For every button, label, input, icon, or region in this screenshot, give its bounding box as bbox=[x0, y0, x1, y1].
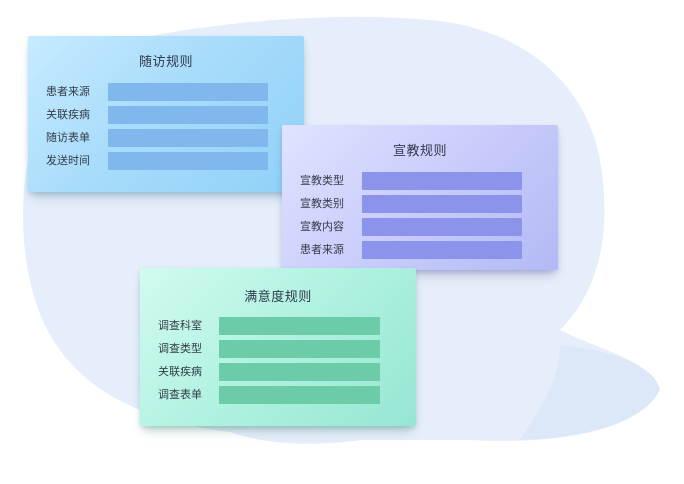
followup-rule-title: 随访规则 bbox=[138, 55, 193, 70]
education-rule-row: 宣教类型 bbox=[282, 172, 558, 190]
satisfaction-rule-row: 调查类型 bbox=[140, 340, 416, 358]
education-rule-row-bar bbox=[362, 172, 522, 190]
followup-rule-row: 发送时间 bbox=[28, 152, 304, 170]
followup-rule-row-bar bbox=[108, 83, 268, 101]
satisfaction-rule-card: 满意度规则 调查科室 调查类型 关联疾病 调查表单 bbox=[140, 268, 416, 426]
followup-rule-row: 关联疾病 bbox=[28, 106, 304, 124]
satisfaction-rule-row: 调查表单 bbox=[140, 386, 416, 404]
satisfaction-rule-row-label: 调查科室 bbox=[158, 319, 202, 332]
education-rule-row: 患者来源 bbox=[282, 241, 558, 259]
satisfaction-rule-row-bar bbox=[219, 386, 380, 404]
followup-rule-row-bar bbox=[108, 129, 268, 147]
education-rule-row: 宣教内容 bbox=[282, 218, 558, 236]
satisfaction-rule-row: 关联疾病 bbox=[140, 363, 416, 381]
followup-rule-row-bar bbox=[108, 106, 268, 124]
satisfaction-rule-row-bar bbox=[219, 317, 380, 335]
satisfaction-rule-row-bar bbox=[219, 340, 380, 358]
satisfaction-rule-title: 满意度规则 bbox=[244, 290, 312, 305]
followup-rule-row-bar bbox=[108, 152, 268, 170]
background-blob-highlight bbox=[520, 345, 660, 440]
followup-rule-row-label: 发送时间 bbox=[46, 154, 90, 167]
education-rule-row-label: 宣教类型 bbox=[300, 174, 344, 187]
followup-rule-row-label: 随访表单 bbox=[46, 131, 90, 144]
education-rule-row-label: 宣教类别 bbox=[300, 197, 344, 210]
education-rule-row-label: 宣教内容 bbox=[300, 220, 344, 233]
satisfaction-rule-row-bar bbox=[219, 363, 380, 381]
education-rule-row: 宣教类别 bbox=[282, 195, 558, 213]
satisfaction-rule-row-label: 关联疾病 bbox=[158, 365, 202, 378]
education-rule-title: 宣教规则 bbox=[392, 144, 447, 159]
education-rule-card: 宣教规则 宣教类型 宣教类别 宣教内容 患者来源 bbox=[282, 125, 558, 270]
followup-rule-row-label: 关联疾病 bbox=[46, 108, 90, 121]
followup-rule-row: 随访表单 bbox=[28, 129, 304, 147]
education-rule-row-bar bbox=[362, 195, 522, 213]
followup-rule-card: 随访规则 患者来源 关联疾病 随访表单 发送时间 bbox=[28, 36, 304, 192]
followup-rule-row-label: 患者来源 bbox=[46, 85, 90, 98]
satisfaction-rule-row-label: 调查表单 bbox=[158, 388, 202, 401]
satisfaction-rule-row: 调查科室 bbox=[140, 317, 416, 335]
education-rule-row-bar bbox=[362, 218, 522, 236]
education-rule-row-bar bbox=[362, 241, 522, 259]
education-rule-row-label: 患者来源 bbox=[300, 243, 344, 256]
followup-rule-row: 患者来源 bbox=[28, 83, 304, 101]
satisfaction-rule-row-label: 调查类型 bbox=[158, 342, 202, 355]
